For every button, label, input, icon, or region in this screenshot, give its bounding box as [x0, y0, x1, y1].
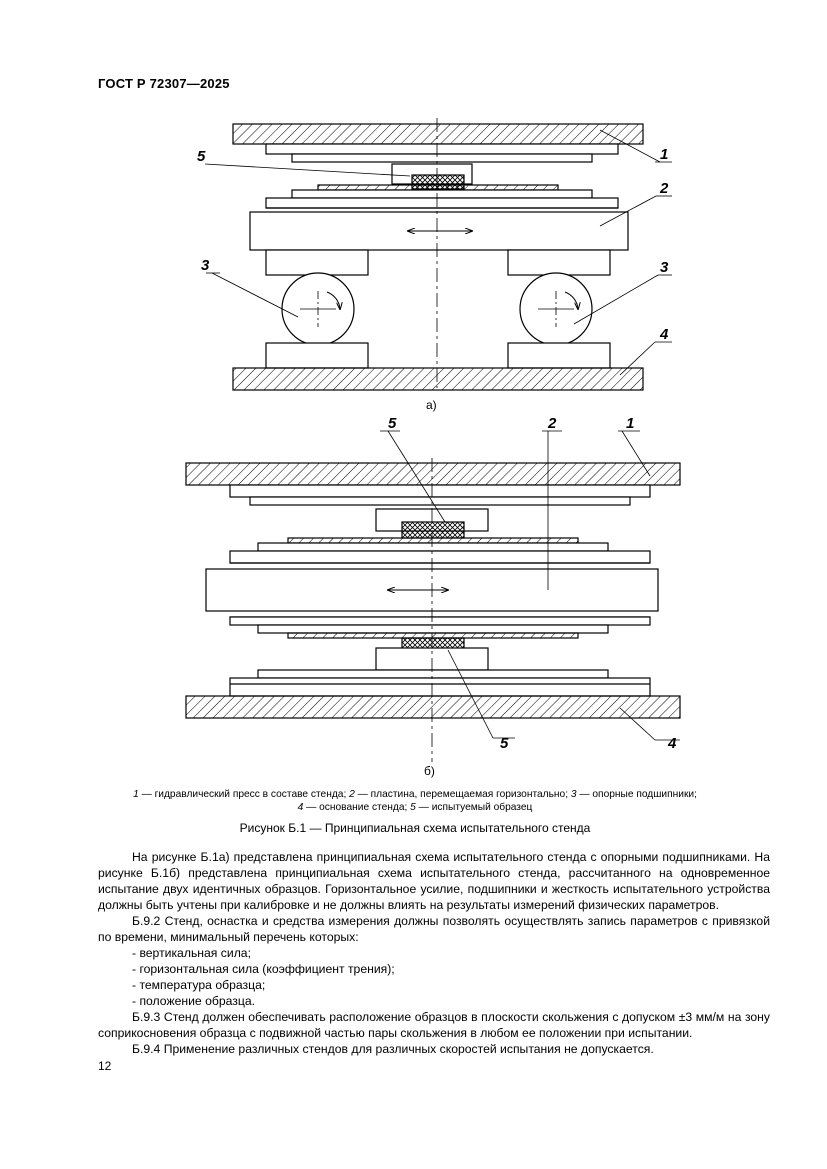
- label-5-b-top: 5: [388, 415, 397, 432]
- figure-title: Рисунок Б.1 — Принципиальная схема испыт…: [239, 821, 591, 835]
- label-5-b-bottom: 5: [500, 735, 509, 752]
- label-5-a: 5: [197, 148, 206, 165]
- figure-b-caption: б): [424, 764, 435, 778]
- list-item: - температура образца;: [132, 978, 266, 992]
- figure-a-caption: а): [426, 398, 437, 412]
- label-1-a: 1: [660, 146, 668, 163]
- paragraph: На рисунке Б.1а) представлена принципиал…: [98, 850, 770, 912]
- legend-num-4: 4: [297, 802, 304, 813]
- legend-text-4: — основание стенда;: [303, 802, 411, 813]
- legend-text-3: — опорные подшипники;: [576, 789, 697, 800]
- paragraph: Б.9.3 Стенд должен обеспечивать располож…: [98, 1010, 770, 1040]
- figure-a: [204, 118, 672, 391]
- body-text: На рисунке Б.1а) представлена принципиал…: [98, 849, 770, 1057]
- figure-legend: 1 — гидравлический пресс в составе стенд…: [98, 788, 732, 814]
- label-4-b: 4: [667, 735, 677, 752]
- document-header: ГОСТ Р 72307—2025: [98, 76, 230, 91]
- list-item: - горизонтальная сила (коэффициент трени…: [132, 962, 395, 976]
- label-1-b: 1: [626, 415, 634, 432]
- list-item: - положение образца.: [132, 994, 255, 1008]
- legend-num-1: 1: [133, 789, 139, 800]
- legend-num-3: 3: [570, 789, 577, 800]
- label-4-a: 4: [659, 326, 669, 343]
- paragraph: Б.9.4 Применение различных стендов для р…: [132, 1042, 654, 1056]
- legend-text-5: — испытуемый образец: [415, 802, 533, 813]
- legend-num-5: 5: [410, 802, 416, 813]
- list-item: - вертикальная сила;: [132, 946, 251, 960]
- legend-text-2: — пластина, перемещаемая горизонтально;: [354, 789, 571, 800]
- paragraph: Б.9.2 Стенд, оснастка и средства измерен…: [98, 914, 770, 944]
- label-2-a: 2: [659, 180, 669, 197]
- legend-text-1: — гидравлический пресс в составе стенда;: [138, 789, 350, 800]
- legend-num-2: 2: [349, 789, 355, 800]
- label-3-a-left: 3: [201, 257, 210, 274]
- label-3-a-right: 3: [660, 259, 669, 276]
- page-number: 12: [98, 1059, 112, 1073]
- label-2-b: 2: [547, 415, 557, 432]
- figure-b: [185, 430, 681, 762]
